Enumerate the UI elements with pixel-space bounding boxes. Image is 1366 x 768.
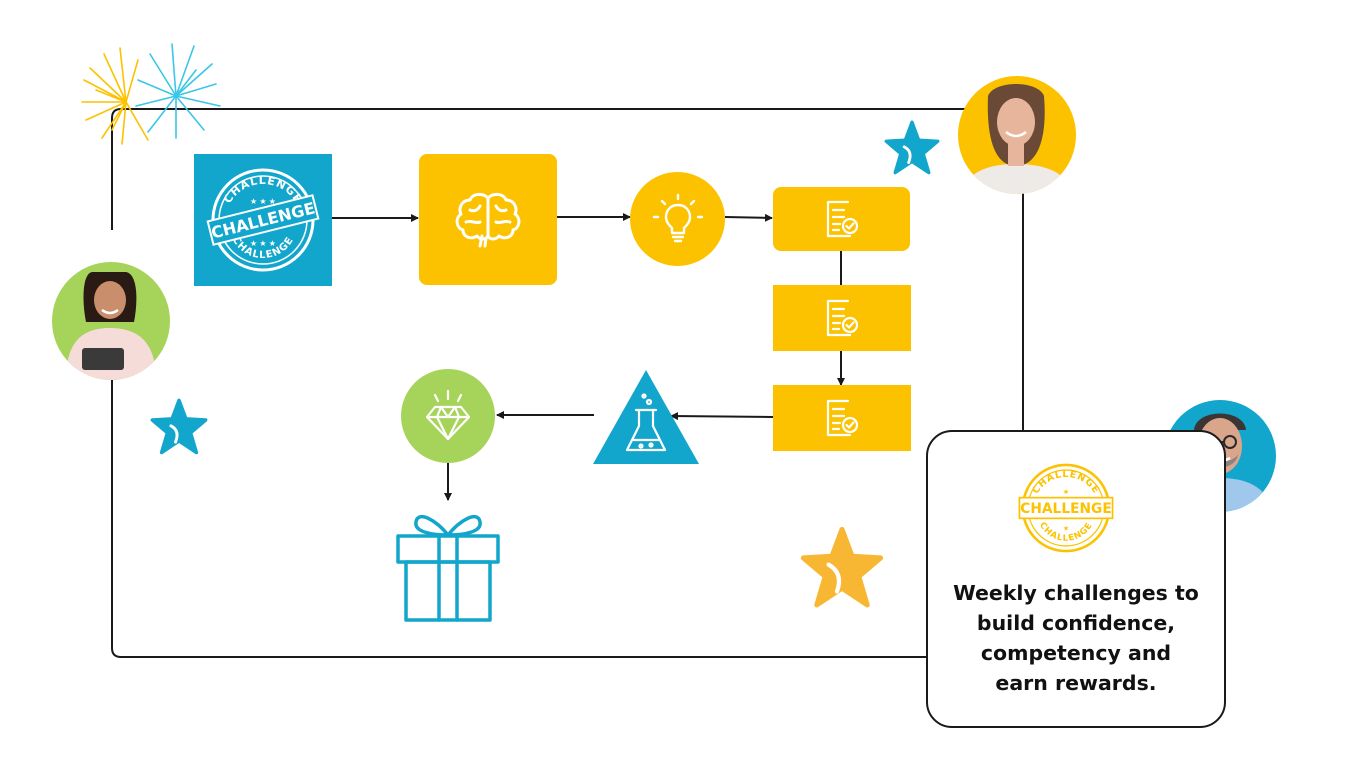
experiment-node [593,370,699,464]
reward-node [401,369,495,463]
arrow-idea-to-task1 [725,217,772,218]
callout-text: Weekly challenges to build confidence, c… [948,578,1204,698]
checklist-icon [822,397,862,439]
avatar [52,262,170,380]
svg-text:★: ★ [1063,524,1069,532]
svg-text:★: ★ [1063,488,1069,496]
firework-icon [76,40,226,150]
star-icon [150,398,208,456]
brain-icon [452,190,524,250]
callout-line: competency and [948,638,1204,668]
star-icon [800,526,884,610]
lightbulb-icon [650,191,706,247]
brain-node [419,154,557,285]
challenge-stamp-icon: CHALLENGE CHALLENGE CHALLENGE ★ ★ ★ ★ ★ … [205,162,321,278]
avatar-person-icon [52,262,170,380]
svg-text:★ ★ ★: ★ ★ ★ [250,197,276,206]
challenge-node: CHALLENGE CHALLENGE CHALLENGE ★ ★ ★ ★ ★ … [194,154,332,286]
callout-card: CHALLENGE CHALLENGE CHALLENGE ★ ★ Weekly… [926,430,1226,728]
checklist-icon [822,297,862,339]
svg-text:★ ★ ★: ★ ★ ★ [250,239,276,248]
task-node-3 [773,385,911,451]
avatar [958,76,1076,194]
callout-line: earn rewards. [948,668,1204,698]
gift-icon [392,508,504,624]
task-node-2 [773,285,911,351]
callout-line: build confidence, [948,608,1204,638]
checklist-icon [822,198,862,240]
star-icon [884,120,940,176]
task-node-1 [773,187,910,251]
challenge-stamp-icon: CHALLENGE CHALLENGE CHALLENGE ★ ★ [1012,458,1120,558]
idea-node [630,172,725,266]
diamond-icon [419,387,477,445]
stamp-main-text: CHALLENGE [1020,501,1112,517]
avatar-person-icon [958,76,1076,194]
callout-line: Weekly challenges to [948,578,1204,608]
